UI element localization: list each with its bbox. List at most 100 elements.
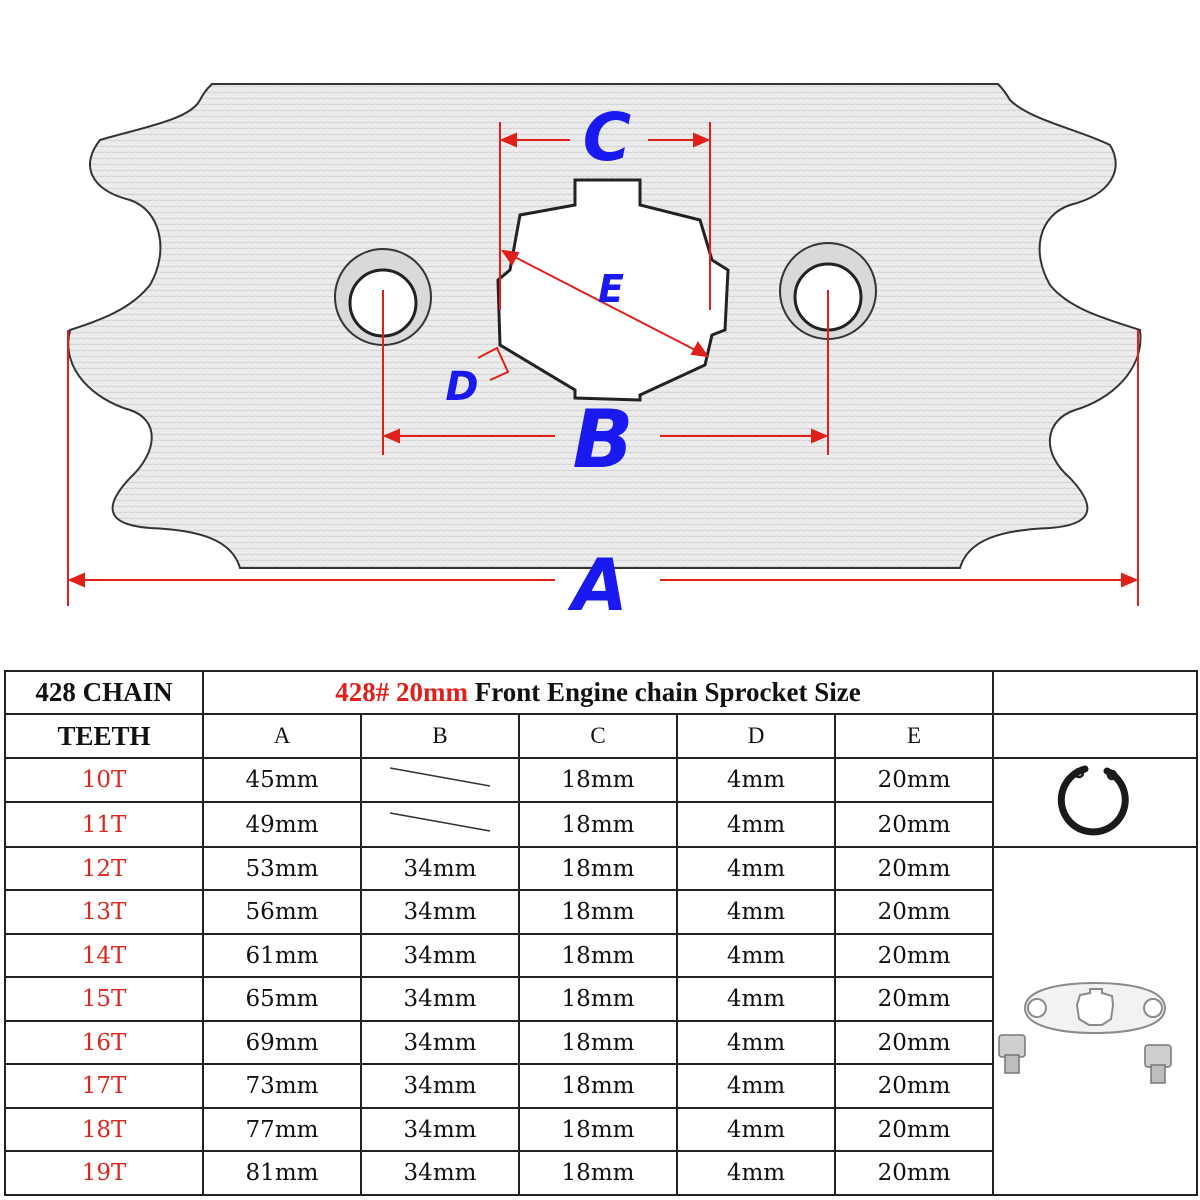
circlip-cell <box>992 756 1199 848</box>
label-c: C <box>583 99 631 176</box>
value-b: 34mm <box>360 1019 520 1066</box>
teeth-header: TEETH <box>4 713 204 759</box>
value-d: 4mm <box>676 1150 836 1196</box>
value-c: 18mm <box>518 1150 678 1196</box>
value-c: 18mm <box>518 1019 678 1066</box>
table-title-black: Front Engine chain Sprocket Size <box>467 677 861 708</box>
value-e: 20mm <box>833 756 995 804</box>
teeth-value: 12T <box>4 845 204 892</box>
label-e: E <box>598 267 624 311</box>
value-a: 53mm <box>202 845 362 892</box>
value-d: 4mm <box>676 801 836 848</box>
not-applicable-slash <box>389 767 491 787</box>
retainer-plate-cell <box>992 845 1199 1197</box>
value-b: 34mm <box>360 1063 520 1109</box>
value-b: 34mm <box>360 1106 520 1153</box>
teeth-value: 19T <box>4 1150 204 1196</box>
value-d: 4mm <box>676 976 836 1022</box>
col-header-e: E <box>833 713 995 759</box>
value-a: 61mm <box>202 932 362 979</box>
value-d: 4mm <box>676 889 836 935</box>
table-row: 10T 45mm 18mm 4mm 20mm <box>4 756 1199 848</box>
col-header-a: A <box>202 713 362 759</box>
table-row: 15T 65mm 34mm 18mm 4mm 20mm <box>4 976 1197 1022</box>
value-a: 81mm <box>202 1150 362 1196</box>
empty-header-cell <box>992 669 1199 716</box>
value-c: 18mm <box>518 801 678 848</box>
teeth-value: 13T <box>4 889 204 935</box>
sprocket-diagram: C E D B A <box>67 83 1142 627</box>
value-b: 34mm <box>360 889 520 935</box>
label-b: B <box>573 393 634 486</box>
table-row: 11T 49mm 18mm 4mm 20mm <box>4 801 1197 848</box>
center-bore <box>496 178 730 402</box>
value-b-na <box>360 756 520 804</box>
teeth-value: 15T <box>4 976 204 1022</box>
bolt-icon-right <box>1144 1044 1172 1084</box>
value-e: 20mm <box>833 932 995 979</box>
label-d: D <box>445 364 478 410</box>
label-a: A <box>567 543 628 627</box>
value-c: 18mm <box>518 889 678 935</box>
value-c: 18mm <box>518 1063 678 1109</box>
value-e: 20mm <box>833 1019 995 1066</box>
table-title-row: 428 CHAIN 428# 20mm Front Engine chain S… <box>4 669 1199 716</box>
value-e: 20mm <box>833 1150 995 1196</box>
teeth-value: 17T <box>4 1063 204 1109</box>
value-a: 49mm <box>202 801 362 848</box>
value-c: 18mm <box>518 845 678 892</box>
value-b: 34mm <box>360 1150 520 1196</box>
value-d: 4mm <box>676 1063 836 1109</box>
value-a: 73mm <box>202 1063 362 1109</box>
sprocket-size-table: 428 CHAIN 428# 20mm Front Engine chain S… <box>4 669 1199 1197</box>
retainer-plate-icon <box>998 981 1172 1084</box>
value-a: 77mm <box>202 1106 362 1153</box>
value-c: 18mm <box>518 932 678 979</box>
value-d: 4mm <box>676 932 836 979</box>
table-title-red: 428# 20mm <box>335 677 468 708</box>
value-c: 18mm <box>518 976 678 1022</box>
circlip-icon <box>1057 765 1129 836</box>
col-header-b: B <box>360 713 520 759</box>
value-d: 4mm <box>676 1019 836 1066</box>
teeth-value: 11T <box>4 801 204 848</box>
teeth-value: 16T <box>4 1019 204 1066</box>
value-d: 4mm <box>676 756 836 804</box>
teeth-value: 14T <box>4 932 204 979</box>
table-row: 16T 69mm 34mm 18mm 4mm 20mm <box>4 1019 1197 1066</box>
value-b: 34mm <box>360 845 520 892</box>
not-applicable-slash <box>389 811 491 832</box>
table-row: 17T 73mm 34mm 18mm 4mm 20mm <box>4 1063 1197 1109</box>
dimension-b <box>382 290 829 455</box>
column-header-row: TEETH A B C D E <box>4 713 1199 759</box>
value-c: 18mm <box>518 1106 678 1153</box>
value-e: 20mm <box>833 976 995 1022</box>
table-row: 12T 53mm 34mm 18mm 4mm 20mm <box>4 845 1199 1197</box>
value-c: 18mm <box>518 756 678 804</box>
table-row: 14T 61mm 34mm 18mm 4mm 20mm <box>4 932 1197 979</box>
value-b: 34mm <box>360 932 520 979</box>
value-b-na <box>360 801 520 848</box>
col-header-c: C <box>518 713 678 759</box>
value-e: 20mm <box>833 801 995 848</box>
table-row: 18T 77mm 34mm 18mm 4mm 20mm <box>4 1106 1197 1153</box>
table-row: 19T 81mm 34mm 18mm 4mm 20mm <box>4 1150 1197 1196</box>
value-a: 69mm <box>202 1019 362 1066</box>
empty-header-cell <box>992 713 1199 759</box>
dimension-c <box>499 122 711 310</box>
table-title: 428# 20mm Front Engine chain Sprocket Si… <box>201 669 995 716</box>
value-e: 20mm <box>833 1106 995 1153</box>
chain-header: 428 CHAIN <box>4 669 204 716</box>
value-d: 4mm <box>676 845 836 892</box>
value-a: 45mm <box>202 756 362 804</box>
value-e: 20mm <box>833 889 995 935</box>
value-a: 65mm <box>202 976 362 1022</box>
bolt-icon-left <box>998 1034 1026 1074</box>
col-header-d: D <box>676 713 836 759</box>
dimension-a <box>67 330 1139 606</box>
value-e: 20mm <box>833 1063 995 1109</box>
value-b: 34mm <box>360 976 520 1022</box>
table-row: 13T 56mm 34mm 18mm 4mm 20mm <box>4 889 1197 935</box>
value-d: 4mm <box>676 1106 836 1153</box>
dimension-e <box>500 249 710 358</box>
